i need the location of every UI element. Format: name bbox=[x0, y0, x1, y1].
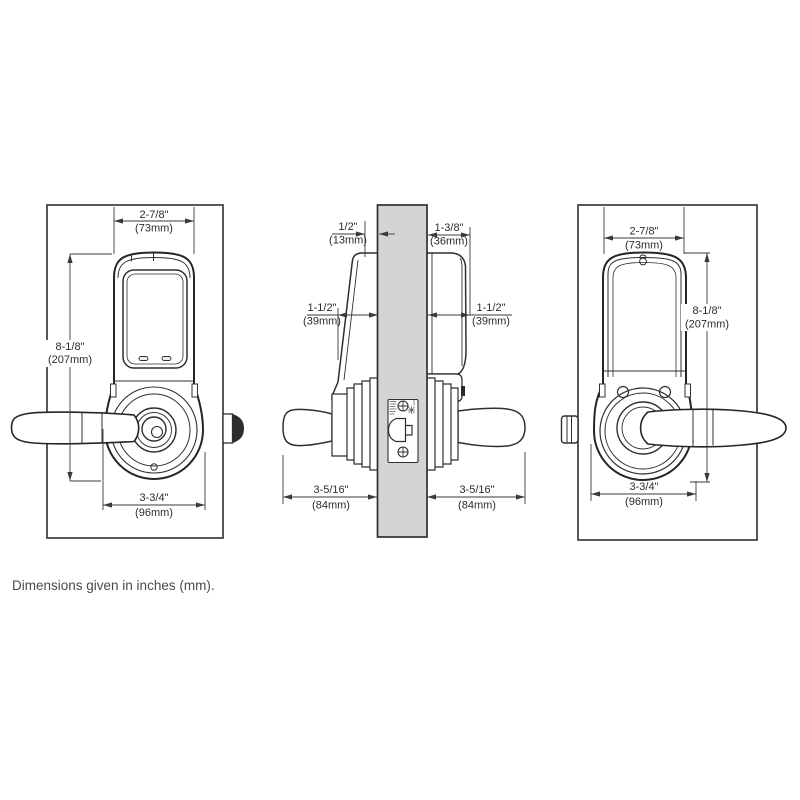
dimensions-note: Dimensions given in inches (mm). bbox=[12, 578, 215, 593]
lock-dimension-diagram: 2-7/8" (73mm) 8-1/8" (207mm) 3-3/4" (96m… bbox=[10, 204, 787, 541]
dim-text-mask bbox=[44, 340, 96, 367]
indicator-slot-left bbox=[138, 356, 149, 361]
lever-front bbox=[10, 411, 140, 445]
dim-back-height: 8-1/8" (207mm) bbox=[681, 252, 734, 483]
lever-front-segments bbox=[81, 412, 103, 443]
screw-cross-bottom bbox=[398, 447, 408, 457]
latch-bolt-section bbox=[387, 417, 413, 443]
dim-label-mm: (73mm) bbox=[135, 223, 173, 235]
dim-back-width-bottom: 3-3/4" (96mm) bbox=[590, 444, 697, 508]
side-back-rings bbox=[425, 377, 459, 471]
dim-front-width-top: 2-7/8" (73mm) bbox=[113, 207, 195, 254]
dim-label-mm: (39mm) bbox=[303, 316, 341, 328]
dim-label: 2-7/8" bbox=[630, 226, 659, 238]
dim-label: 3-5/16" bbox=[459, 484, 494, 496]
latch-bolt-back bbox=[560, 415, 579, 444]
back-view: 2-7/8" (73mm) 8-1/8" (207mm) 3-3/4" (96m… bbox=[560, 204, 787, 541]
escutcheon-back-inner bbox=[607, 256, 682, 377]
mount-screw-left bbox=[616, 385, 630, 399]
dim-label: 2-7/8" bbox=[140, 209, 169, 221]
dim-side-front-offset: 1/2" (13mm) bbox=[329, 221, 395, 257]
dim-label-mm: (36mm) bbox=[430, 236, 468, 248]
dim-label: 8-1/8" bbox=[693, 305, 722, 317]
latch-body bbox=[560, 415, 579, 444]
side-tab-left bbox=[599, 383, 606, 398]
dim-label: 1-1/2" bbox=[477, 302, 506, 314]
dim-label: 3-3/4" bbox=[140, 492, 169, 504]
front-view: 2-7/8" (73mm) 8-1/8" (207mm) 3-3/4" (96m… bbox=[10, 204, 245, 539]
screw-cross-top bbox=[398, 401, 408, 411]
escutcheon-back-panel bbox=[612, 262, 677, 377]
dim-label: 3-3/4" bbox=[630, 481, 659, 493]
dim-text-mask bbox=[681, 304, 734, 331]
dim-label-mm: (73mm) bbox=[625, 240, 663, 252]
dim-label-mm: (207mm) bbox=[48, 354, 92, 366]
keypad-panel-inner bbox=[126, 273, 184, 365]
dim-label-mm: (207mm) bbox=[685, 319, 729, 331]
dim-label: 8-1/8" bbox=[56, 341, 85, 353]
latch-bolt-front bbox=[222, 413, 245, 444]
dim-side-front-depth: 1-1/2" (39mm) bbox=[303, 302, 378, 360]
escutcheon-front-details bbox=[114, 253, 194, 382]
latch-lines bbox=[566, 416, 572, 443]
dim-label: 1/2" bbox=[338, 221, 357, 233]
latch-bolt-head bbox=[232, 413, 245, 444]
dim-label: 1-3/8" bbox=[435, 222, 464, 234]
dim-label-mm: (13mm) bbox=[329, 235, 367, 247]
side-front-lever bbox=[282, 408, 333, 447]
latch-microtext bbox=[389, 399, 415, 415]
side-tab-right bbox=[684, 383, 691, 398]
lever-back-segments bbox=[692, 409, 714, 447]
indicator-slot-right bbox=[161, 356, 172, 361]
side-front-escutcheon-inner bbox=[343, 259, 359, 381]
latch-faceplate bbox=[387, 398, 419, 464]
dim-side-back-depth: 1-1/2" (39mm) bbox=[428, 302, 512, 328]
dim-side-back-projection: 3-5/16" (84mm) bbox=[427, 452, 526, 512]
dim-label: 3-5/16" bbox=[313, 484, 348, 496]
keypad-panel-outer bbox=[122, 269, 188, 369]
dim-front-height: 8-1/8" (207mm) bbox=[44, 253, 112, 482]
door-cross-section bbox=[376, 204, 428, 538]
latch-body bbox=[222, 413, 234, 444]
keyhole-dot bbox=[150, 425, 164, 439]
dim-label-mm: (84mm) bbox=[312, 500, 350, 512]
side-view: 1/2" (13mm) 1-3/8" (36mm) 1-1/2" (39mm) … bbox=[282, 204, 526, 538]
rose-screw-front bbox=[150, 463, 158, 471]
mount-screw-right bbox=[658, 385, 672, 399]
dim-label-mm: (39mm) bbox=[472, 316, 510, 328]
dim-label-mm: (84mm) bbox=[458, 500, 496, 512]
side-back-lever bbox=[457, 407, 526, 448]
side-front-rings bbox=[331, 377, 379, 471]
dim-back-width-top: 2-7/8" (73mm) bbox=[603, 207, 685, 254]
dim-side-front-projection: 3-5/16" (84mm) bbox=[282, 455, 377, 512]
dim-label-mm: (96mm) bbox=[625, 496, 663, 508]
side-tab-left bbox=[110, 383, 117, 398]
dim-label-mm: (96mm) bbox=[135, 507, 173, 519]
keyhole-ring bbox=[141, 416, 167, 442]
dim-label: 1-1/2" bbox=[308, 302, 337, 314]
dim-front-width-bottom: 3-3/4" (96mm) bbox=[102, 429, 206, 519]
lock-icon bbox=[639, 254, 647, 266]
side-back-dark-tab bbox=[461, 386, 465, 396]
side-tab-right bbox=[191, 383, 198, 398]
dim-side-door-thickness: 1-3/8" (36mm) bbox=[428, 222, 471, 315]
